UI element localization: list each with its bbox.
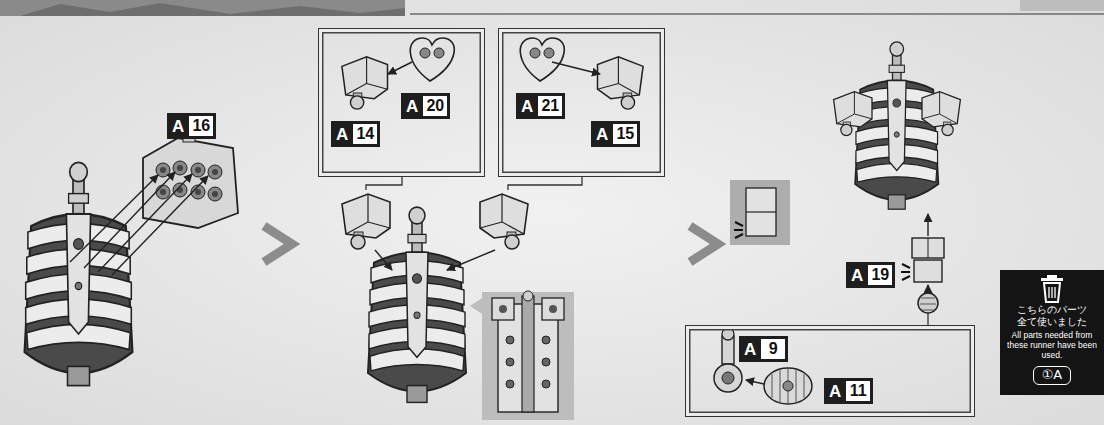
part-callout: A9 xyxy=(739,336,788,362)
part-box: A9A11 xyxy=(685,325,975,417)
part-number: 21 xyxy=(537,95,563,117)
part-letter: A xyxy=(829,383,841,400)
part-letter: A xyxy=(172,118,184,135)
part-callout: A21 xyxy=(516,93,565,119)
notice-text: All parts needed from these runner have … xyxy=(1003,331,1101,360)
part-callout: A20 xyxy=(401,93,450,119)
part-callout: A14 xyxy=(331,121,380,147)
part-callout: A19 xyxy=(846,262,895,288)
notice-text: こちらのパーツ 全て使いました xyxy=(1012,304,1092,328)
part-number: 16 xyxy=(188,115,214,137)
part-number: 9 xyxy=(760,338,786,360)
notice-panel: こちらのパーツ 全て使いました All parts needed from the… xyxy=(1000,270,1104,395)
part-letter: A xyxy=(406,98,418,115)
part-number: 20 xyxy=(422,95,448,117)
part-letter: A xyxy=(521,98,533,115)
part-box: A21A15 xyxy=(498,28,665,177)
part-box: A20A14 xyxy=(318,28,485,177)
part-callout: A16 xyxy=(167,113,216,139)
part-letter: A xyxy=(851,267,863,284)
notice-text: ①A xyxy=(1033,366,1072,385)
part-number: 14 xyxy=(352,123,378,145)
part-letter: A xyxy=(596,126,608,143)
part-number: 19 xyxy=(867,264,893,286)
part-callout: A11 xyxy=(824,378,873,404)
part-letter: A xyxy=(336,126,348,143)
part-callout: A15 xyxy=(591,121,640,147)
part-number: 15 xyxy=(612,123,638,145)
part-letter: A xyxy=(744,341,756,358)
part-number: 11 xyxy=(845,380,871,402)
